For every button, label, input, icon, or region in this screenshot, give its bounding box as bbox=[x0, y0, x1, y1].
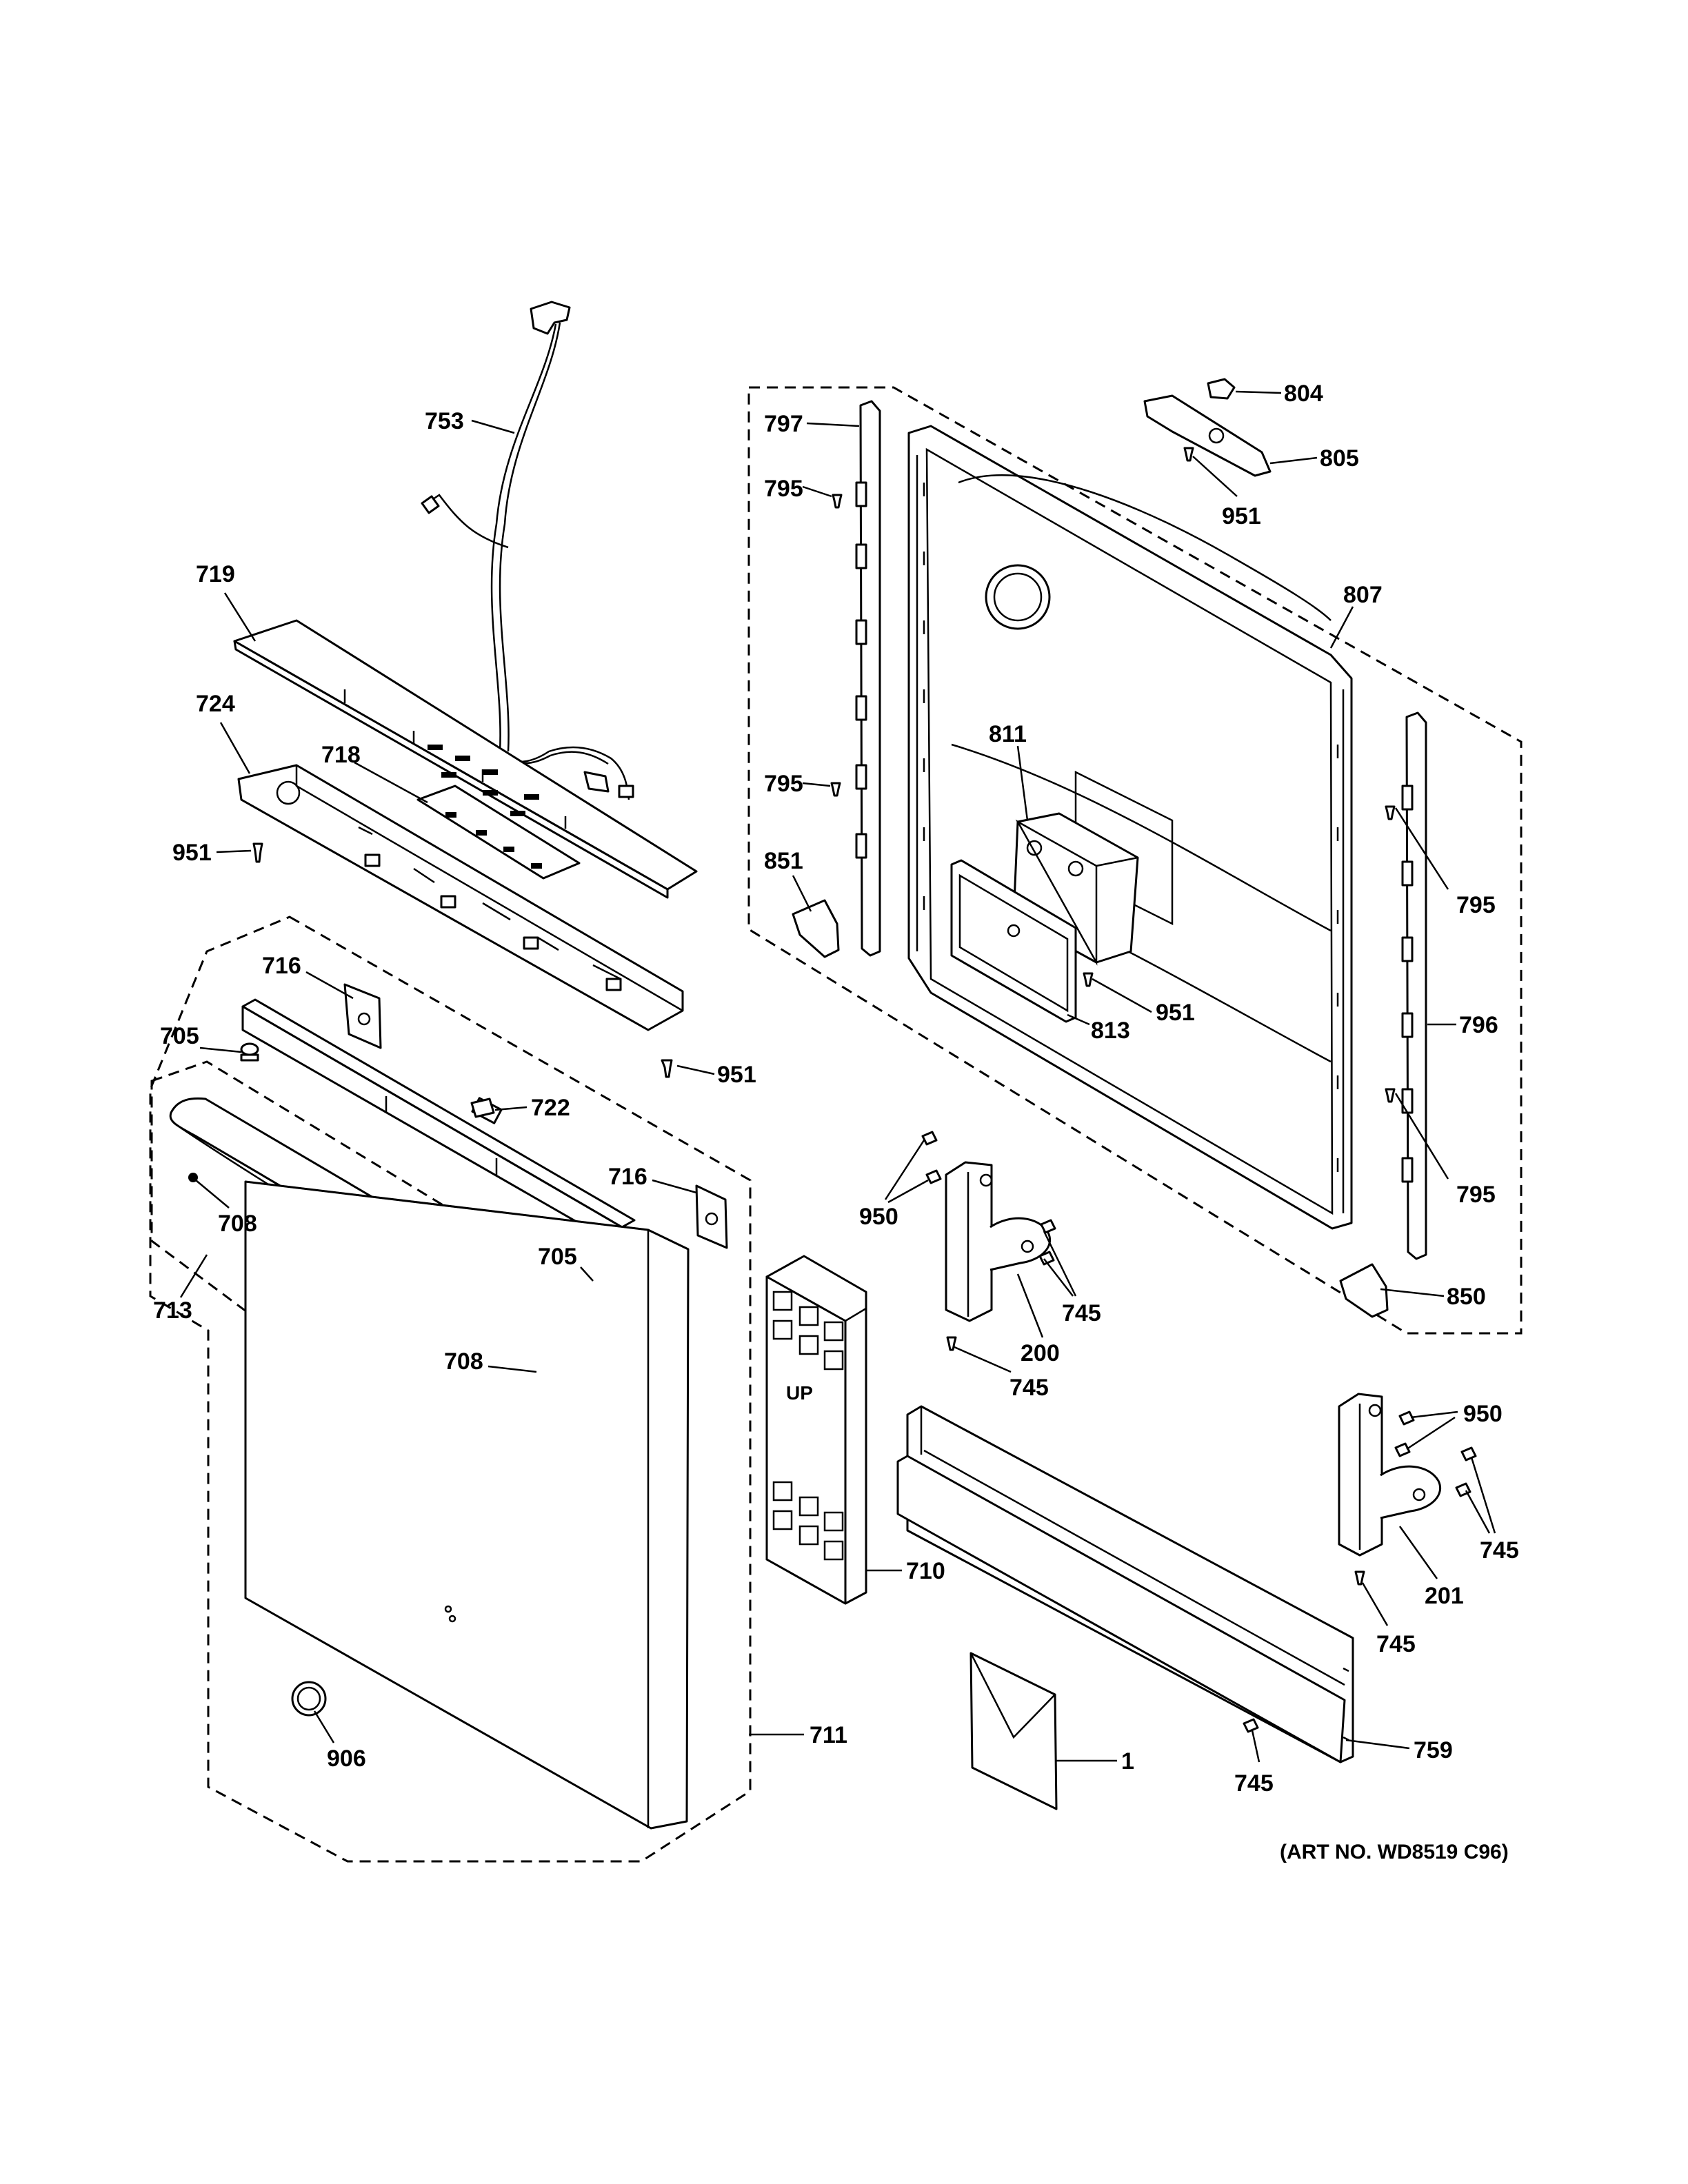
insulation-up-stamp: UP bbox=[786, 1382, 813, 1404]
callout-711: 711 bbox=[810, 1722, 847, 1748]
callout-950-a: 950 bbox=[859, 1204, 898, 1230]
callout-724: 724 bbox=[196, 691, 235, 717]
callout-906: 906 bbox=[327, 1746, 366, 1772]
callout-718: 718 bbox=[321, 742, 361, 768]
callout-745-c: 745 bbox=[1480, 1537, 1519, 1564]
callout-851: 851 bbox=[764, 848, 803, 874]
callout-716-right: 716 bbox=[608, 1164, 647, 1190]
callout-795-d: 795 bbox=[1456, 1182, 1496, 1208]
callout-805: 805 bbox=[1320, 445, 1359, 472]
callout-200: 200 bbox=[1021, 1340, 1060, 1366]
callout-753: 753 bbox=[425, 408, 464, 434]
screw-951-bottom bbox=[661, 1059, 673, 1078]
inner-door-liner bbox=[907, 425, 1353, 1230]
hinge-201 bbox=[1338, 1393, 1441, 1557]
insulation-pockets-bottom bbox=[772, 1481, 844, 1561]
screw-951-left bbox=[252, 842, 263, 863]
callout-745-e: 745 bbox=[1234, 1770, 1274, 1797]
bolt-705-left bbox=[240, 1042, 259, 1062]
door-latch-804 bbox=[1207, 378, 1236, 400]
callout-951-bottom: 951 bbox=[717, 1062, 756, 1088]
end-cap-716-left bbox=[343, 983, 382, 1049]
callout-705-left: 705 bbox=[160, 1023, 199, 1049]
hinge-201-screws bbox=[1354, 1410, 1477, 1586]
callout-722: 722 bbox=[531, 1095, 570, 1121]
small-screws bbox=[830, 447, 1396, 1103]
inner-door-group-outline bbox=[747, 386, 1523, 1335]
callout-759: 759 bbox=[1414, 1737, 1453, 1763]
callout-797: 797 bbox=[764, 411, 803, 437]
door-latch-805 bbox=[1143, 394, 1272, 477]
literature-envelope bbox=[969, 1652, 1058, 1810]
callout-708-left: 708 bbox=[218, 1211, 257, 1237]
callout-713: 713 bbox=[153, 1297, 192, 1324]
callout-745-d: 745 bbox=[1376, 1631, 1416, 1657]
hinge-200 bbox=[945, 1161, 1051, 1322]
callout-745-a: 745 bbox=[1062, 1300, 1101, 1326]
dispenser-cover bbox=[950, 859, 1077, 1023]
callout-795-a: 795 bbox=[764, 476, 803, 502]
callout-813: 813 bbox=[1091, 1018, 1130, 1044]
callout-950-b: 950 bbox=[1463, 1401, 1503, 1427]
callout-1: 1 bbox=[1121, 1748, 1134, 1775]
callout-719: 719 bbox=[196, 561, 235, 587]
callout-labels: 753 719 724 718 951 951 716 705 722 716 … bbox=[153, 381, 1519, 1797]
callout-795-b: 795 bbox=[764, 771, 803, 797]
callout-710: 710 bbox=[906, 1558, 945, 1584]
callout-708-right: 708 bbox=[444, 1348, 483, 1375]
art-number: (ART NO. WD8519 C96) bbox=[1280, 1841, 1509, 1863]
left-door-gasket bbox=[855, 400, 881, 957]
right-door-gasket bbox=[1401, 711, 1427, 1260]
bracket-850 bbox=[1339, 1263, 1389, 1318]
outer-door-group-outline bbox=[149, 916, 752, 1863]
plug-708-left bbox=[188, 1173, 198, 1182]
kick-plate bbox=[896, 1405, 1354, 1763]
callout-201: 201 bbox=[1425, 1583, 1464, 1609]
leader-lines bbox=[179, 390, 1496, 1763]
callout-951-dispenser: 951 bbox=[1156, 1000, 1195, 1026]
callout-716-left: 716 bbox=[262, 953, 301, 979]
callout-796: 796 bbox=[1459, 1012, 1498, 1038]
door-insulation-block: UP bbox=[765, 1255, 867, 1605]
callout-951-latch: 951 bbox=[1222, 503, 1261, 529]
right-gasket-clips bbox=[1401, 785, 1414, 1183]
bracket-851 bbox=[792, 899, 840, 958]
callout-811: 811 bbox=[989, 721, 1027, 747]
handle-group-outline bbox=[150, 1060, 605, 1546]
callout-705-right: 705 bbox=[538, 1244, 577, 1270]
callout-745-b: 745 bbox=[1009, 1375, 1049, 1401]
callout-804: 804 bbox=[1284, 381, 1323, 407]
insulation-pockets-top bbox=[772, 1291, 844, 1371]
left-gasket-clips bbox=[855, 481, 867, 859]
hinge-200-screws bbox=[921, 1131, 1056, 1351]
callout-795-c: 795 bbox=[1456, 892, 1496, 918]
ge-logo-906 bbox=[291, 1681, 327, 1717]
outer-door-panel bbox=[244, 1180, 690, 1830]
end-cap-716-right bbox=[695, 1184, 728, 1249]
callout-807: 807 bbox=[1343, 582, 1383, 608]
callout-850: 850 bbox=[1447, 1284, 1486, 1310]
kick-plate-screw bbox=[1243, 1718, 1259, 1733]
control-panel-buttons bbox=[428, 745, 539, 816]
control-panel-cover bbox=[233, 619, 698, 899]
control-board bbox=[416, 785, 581, 880]
control-panel-frame bbox=[237, 764, 684, 1031]
clip-722 bbox=[470, 1098, 495, 1118]
callout-951-left: 951 bbox=[172, 840, 212, 866]
